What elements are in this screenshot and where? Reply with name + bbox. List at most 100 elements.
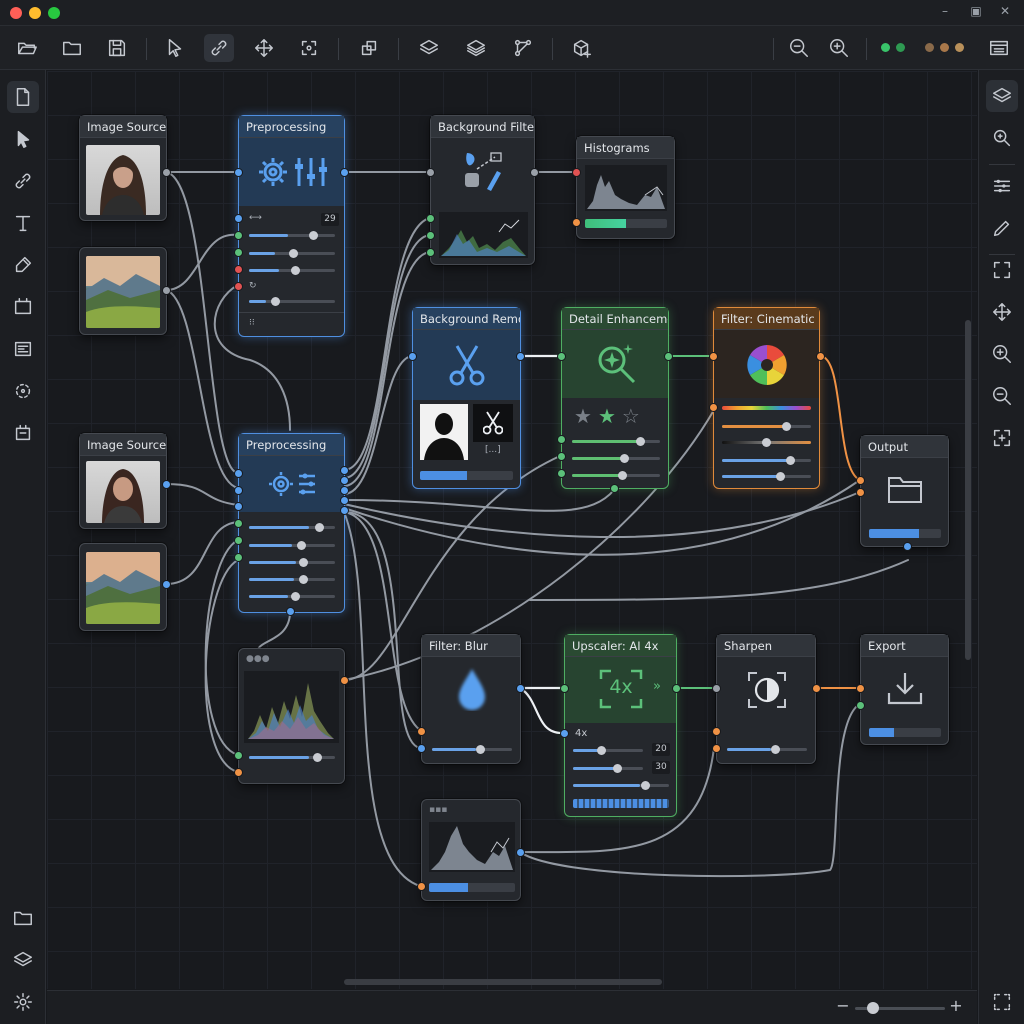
transform-tool-button[interactable] xyxy=(354,34,384,62)
input-port[interactable] xyxy=(557,469,566,478)
star-rating[interactable]: ★★☆ xyxy=(574,406,646,426)
folder-tool[interactable] xyxy=(7,902,39,934)
landscape-source-node-1[interactable] xyxy=(79,247,167,335)
input-port[interactable] xyxy=(234,519,243,528)
eyedropper-tool[interactable] xyxy=(7,249,39,281)
input-port[interactable] xyxy=(712,727,721,736)
output-port[interactable] xyxy=(516,352,525,361)
output-port[interactable] xyxy=(610,484,619,493)
param-slider[interactable] xyxy=(722,456,811,465)
input-port[interactable] xyxy=(426,168,435,177)
output-port[interactable] xyxy=(516,848,525,857)
input-port[interactable] xyxy=(709,403,718,412)
tone-slider[interactable] xyxy=(722,438,811,447)
maximize-window-button[interactable] xyxy=(48,7,60,19)
selection-tool[interactable] xyxy=(7,375,39,407)
star-icon[interactable]: ★ xyxy=(597,404,622,428)
input-port[interactable] xyxy=(408,352,417,361)
close-window-button[interactable] xyxy=(10,7,22,19)
zoom-slider-knob[interactable] xyxy=(867,1002,879,1014)
param-slider[interactable] xyxy=(249,249,335,258)
output-port[interactable] xyxy=(516,684,525,693)
output-port[interactable] xyxy=(812,684,821,693)
save-button[interactable] xyxy=(102,34,132,62)
export-node[interactable]: Export xyxy=(860,634,949,745)
panel-toggle-button[interactable] xyxy=(984,34,1014,62)
input-port[interactable] xyxy=(234,282,243,291)
background-filter-node[interactable]: Background Filter xyxy=(430,115,535,265)
select-tool-button[interactable] xyxy=(160,34,190,62)
output-port[interactable] xyxy=(340,168,349,177)
close-icon[interactable]: ✕ xyxy=(999,4,1011,18)
background-removal-node[interactable]: Background Removal [...] xyxy=(412,307,521,489)
param-slider[interactable] xyxy=(249,753,335,762)
link-tool-button[interactable] xyxy=(204,34,234,62)
layers-button[interactable] xyxy=(414,34,444,62)
input-port[interactable] xyxy=(234,214,243,223)
histograms-node[interactable]: Histograms xyxy=(576,136,675,239)
node-menu-glyph[interactable]: ▪▪▪ xyxy=(429,805,448,815)
input-port[interactable] xyxy=(234,751,243,760)
add-3d-object-button[interactable] xyxy=(567,34,597,62)
vertical-scrollbar[interactable] xyxy=(965,320,971,660)
image-source-node-2[interactable]: Image Source xyxy=(79,433,167,529)
preprocessing-node-1[interactable]: Preprocessing ⟷ 29 ↻ ⁝⁝ xyxy=(238,115,345,337)
input-port[interactable] xyxy=(426,231,435,240)
param-slider[interactable] xyxy=(573,781,669,790)
node-menu-glyph[interactable]: ●●● xyxy=(246,654,270,664)
input-port[interactable] xyxy=(557,435,566,444)
output-port[interactable] xyxy=(162,286,171,295)
param-slider[interactable] xyxy=(249,592,335,601)
list-button[interactable] xyxy=(986,170,1018,202)
move-tool-button[interactable] xyxy=(249,34,279,62)
output-port[interactable] xyxy=(162,168,171,177)
input-port[interactable] xyxy=(417,744,426,753)
landscape-source-node-2[interactable] xyxy=(79,543,167,631)
input-port[interactable] xyxy=(560,729,569,738)
expand-glyph[interactable]: ⁝⁝ xyxy=(249,318,255,328)
zoom-out-button[interactable] xyxy=(784,34,814,62)
input-port[interactable] xyxy=(234,168,243,177)
input-port[interactable] xyxy=(234,768,243,777)
output-port[interactable] xyxy=(340,466,349,475)
value-field[interactable]: 30 xyxy=(652,761,670,774)
input-port[interactable] xyxy=(572,218,581,227)
input-port[interactable] xyxy=(712,744,721,753)
image-source-node-1[interactable]: Image Source xyxy=(79,115,167,221)
reset-glyph[interactable]: ↻ xyxy=(249,281,257,291)
pen-button[interactable] xyxy=(986,212,1018,244)
filter-cinematic-node[interactable]: Filter: Cinematic xyxy=(713,307,820,489)
fit-view-button[interactable] xyxy=(986,254,1018,286)
zoom-in-side-button[interactable] xyxy=(986,338,1018,370)
upscaler-node[interactable]: Upscaler: AI 4x 4x » 4x 20 30 xyxy=(564,634,677,817)
input-port[interactable] xyxy=(234,486,243,495)
text-tool[interactable] xyxy=(7,207,39,239)
histogram-preview-node[interactable]: ▪▪▪ xyxy=(421,799,521,901)
output-port[interactable] xyxy=(816,352,825,361)
input-port[interactable] xyxy=(417,727,426,736)
detail-enhancement-node[interactable]: Detail Enhancement ★★☆ xyxy=(561,307,669,489)
input-port[interactable] xyxy=(234,265,243,274)
output-port[interactable] xyxy=(664,352,673,361)
zoom-out-side-button[interactable] xyxy=(986,380,1018,412)
input-port[interactable] xyxy=(709,352,718,361)
output-port[interactable] xyxy=(340,506,349,515)
param-slider[interactable] xyxy=(249,558,335,567)
layers-tool[interactable] xyxy=(7,944,39,976)
output-port[interactable] xyxy=(162,480,171,489)
input-port[interactable] xyxy=(856,476,865,485)
output-port[interactable] xyxy=(903,542,912,551)
document-tool[interactable] xyxy=(7,81,39,113)
output-port[interactable] xyxy=(286,607,295,616)
zoom-in-button[interactable] xyxy=(824,34,854,62)
sharpen-slider[interactable] xyxy=(727,745,807,754)
zoom-plus-button[interactable]: + xyxy=(949,996,963,1015)
param-slider[interactable] xyxy=(572,437,660,446)
param-slider[interactable] xyxy=(249,523,335,532)
value-field[interactable]: 20 xyxy=(652,743,670,756)
input-port[interactable] xyxy=(560,684,569,693)
output-port[interactable] xyxy=(340,476,349,485)
adjust-tool[interactable] xyxy=(7,333,39,365)
star-icon[interactable]: ★ xyxy=(574,404,598,428)
param-slider[interactable] xyxy=(722,472,811,481)
